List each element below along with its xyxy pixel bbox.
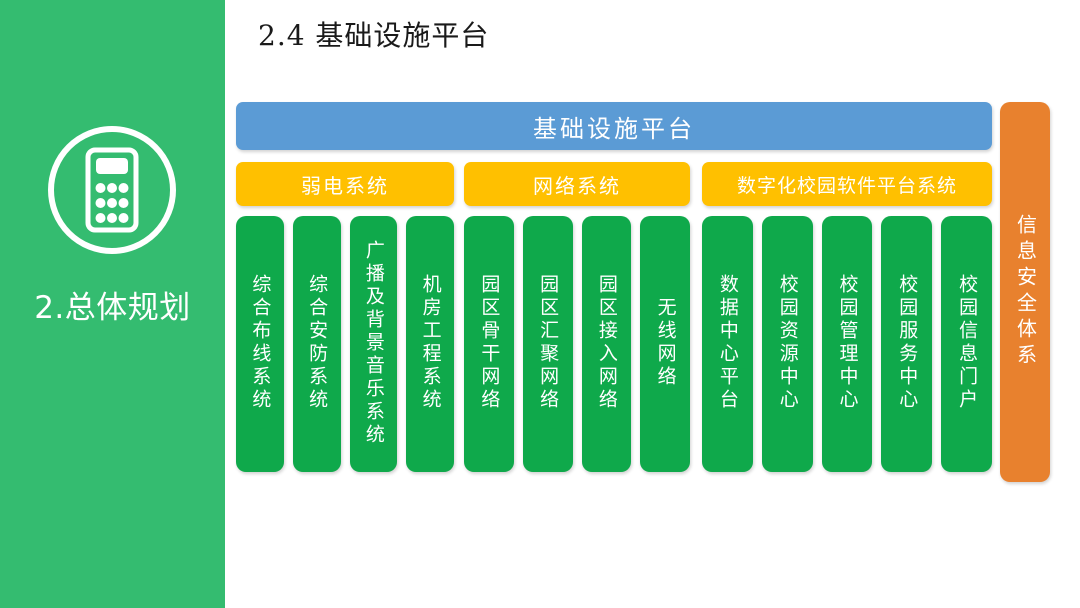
group-columns: 综合布线系统 综合安防系统 广播及背景音乐系统 机房工程系统: [236, 216, 454, 472]
column-label: 数据中心平台: [716, 274, 739, 412]
column-label: 无线网络: [654, 297, 677, 389]
sidebar: 2.总体规划: [0, 0, 225, 608]
diagram-top-bar: 基础设施平台: [236, 102, 992, 150]
column-label: 园区接入网络: [595, 274, 618, 412]
column-label: 广播及背景音乐系统: [362, 239, 385, 447]
column-label: 校园资源中心: [776, 274, 799, 412]
diagram-column[interactable]: 无线网络: [640, 216, 690, 472]
column-label: 校园服务中心: [896, 274, 919, 412]
column-label: 校园信息门户: [956, 274, 979, 412]
diagram-column[interactable]: 校园服务中心: [881, 216, 933, 472]
infrastructure-diagram: 基础设施平台 弱电系统 综合布线系统 综合安防系统 广播及背景音乐系统 机: [236, 102, 1050, 482]
diagram-column[interactable]: 数据中心平台: [702, 216, 753, 472]
page-title: 2.4 基础设施平台: [258, 19, 490, 52]
diagram-column[interactable]: 校园资源中心: [761, 216, 813, 472]
group-columns: 园区骨干网络 园区汇聚网络 园区接入网络 无线网络: [464, 216, 690, 472]
diagram-column[interactable]: 广播及背景音乐系统: [349, 216, 398, 472]
diagram-column[interactable]: 园区接入网络: [581, 216, 632, 472]
diagram-column[interactable]: 园区骨干网络: [464, 216, 514, 472]
column-label: 园区汇聚网络: [537, 274, 560, 412]
diagram-column[interactable]: 综合安防系统: [292, 216, 341, 472]
diagram-group-network: 网络系统 园区骨干网络 园区汇聚网络 园区接入网络 无线网络: [464, 162, 690, 482]
sidebar-section-label: 2.总体规划: [34, 290, 191, 326]
diagram-column[interactable]: 机房工程系统: [406, 216, 454, 472]
group-header[interactable]: 数字化校园软件平台系统: [702, 162, 992, 206]
group-header[interactable]: 弱电系统: [236, 162, 454, 206]
diagram-column[interactable]: 园区汇聚网络: [522, 216, 573, 472]
column-label: 信息安全体系: [1013, 214, 1038, 370]
group-columns: 数据中心平台 校园资源中心 校园管理中心 校园服务中心 校园信息门户: [702, 216, 992, 472]
diagram-group-digital-campus: 数字化校园软件平台系统 数据中心平台 校园资源中心 校园管理中心 校园服务中心: [702, 162, 992, 482]
calculator-icon: [44, 122, 180, 258]
diagram-groups: 弱电系统 综合布线系统 综合安防系统 广播及背景音乐系统 机房工程系统: [236, 162, 992, 482]
diagram-group-weak-current: 弱电系统 综合布线系统 综合安防系统 广播及背景音乐系统 机房工程系统: [236, 162, 454, 482]
column-label: 园区骨干网络: [478, 274, 501, 412]
diagram-side-column-security[interactable]: 信息安全体系: [1000, 102, 1050, 482]
column-label: 机房工程系统: [419, 274, 442, 412]
diagram-column[interactable]: 综合布线系统: [236, 216, 284, 472]
diagram-column[interactable]: 校园信息门户: [941, 216, 992, 472]
group-header[interactable]: 网络系统: [464, 162, 690, 206]
diagram-column[interactable]: 校园管理中心: [821, 216, 873, 472]
column-label: 综合布线系统: [249, 274, 272, 412]
column-label: 综合安防系统: [306, 274, 329, 412]
column-label: 校园管理中心: [836, 274, 859, 412]
